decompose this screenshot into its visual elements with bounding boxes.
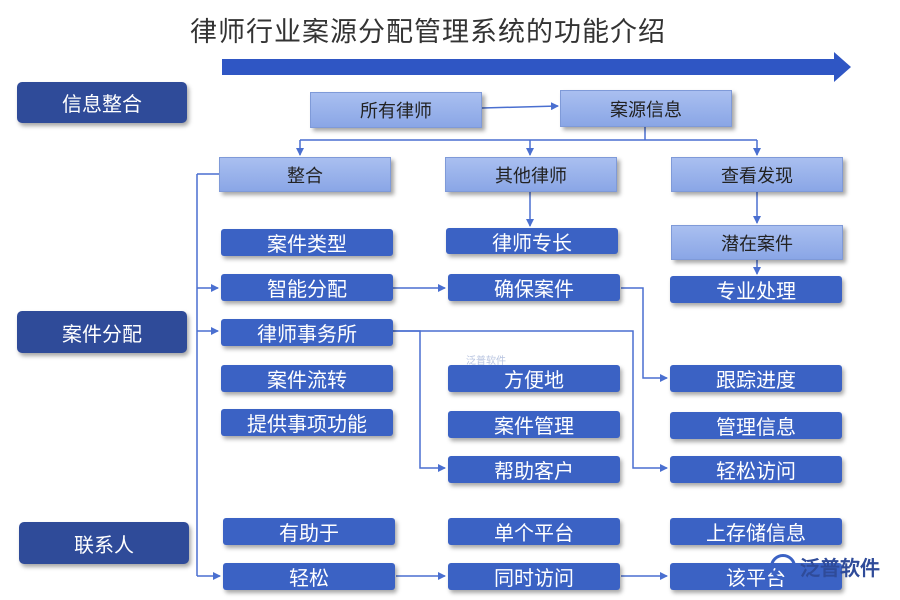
node-lawyer-specialty: 律师专长 — [446, 228, 618, 255]
section-info-integration: 信息整合 — [17, 82, 187, 123]
node-manage-info: 管理信息 — [670, 412, 842, 439]
brand-name: 泛普软件 — [800, 556, 880, 580]
node-helps: 有助于 — [223, 518, 395, 545]
node-other-lawyers: 其他律师 — [445, 157, 617, 192]
node-provide-matters: 提供事项功能 — [221, 409, 393, 436]
node-easy: 轻松 — [223, 563, 395, 590]
node-case-type: 案件类型 — [221, 229, 393, 256]
node-simultaneous-access: 同时访问 — [448, 563, 620, 590]
node-case-flow: 案件流转 — [221, 365, 393, 392]
node-potential-case: 潜在案件 — [671, 225, 843, 260]
node-case-info: 案源信息 — [560, 90, 732, 127]
watermark-brand: e 泛普软件 — [770, 552, 880, 581]
node-all-lawyers: 所有律师 — [310, 92, 482, 128]
node-law-firm: 律师事务所 — [221, 319, 393, 346]
node-help-clients: 帮助客户 — [448, 456, 620, 483]
node-integrate: 整合 — [219, 157, 391, 192]
node-track-progress: 跟踪进度 — [670, 365, 842, 392]
node-single-platform: 单个平台 — [448, 518, 620, 545]
node-ensure-case: 确保案件 — [448, 274, 620, 301]
watermark-small: 泛普软件 — [466, 356, 506, 367]
node-find: 查看发现 — [671, 157, 843, 192]
node-convenient: 方便地 — [448, 365, 620, 392]
node-case-management: 案件管理 — [448, 411, 620, 438]
brand-logo-icon: e — [770, 553, 796, 580]
header-arrow — [222, 52, 851, 82]
node-smart-assign: 智能分配 — [221, 274, 393, 301]
section-contacts: 联系人 — [19, 522, 189, 564]
node-store-info: 上存储信息 — [670, 518, 842, 545]
node-easy-access: 轻松访问 — [670, 456, 842, 483]
node-pro-handling: 专业处理 — [670, 276, 842, 303]
section-case-assignment: 案件分配 — [17, 311, 187, 353]
page-title: 律师行业案源分配管理系统的功能介绍 — [190, 17, 666, 48]
